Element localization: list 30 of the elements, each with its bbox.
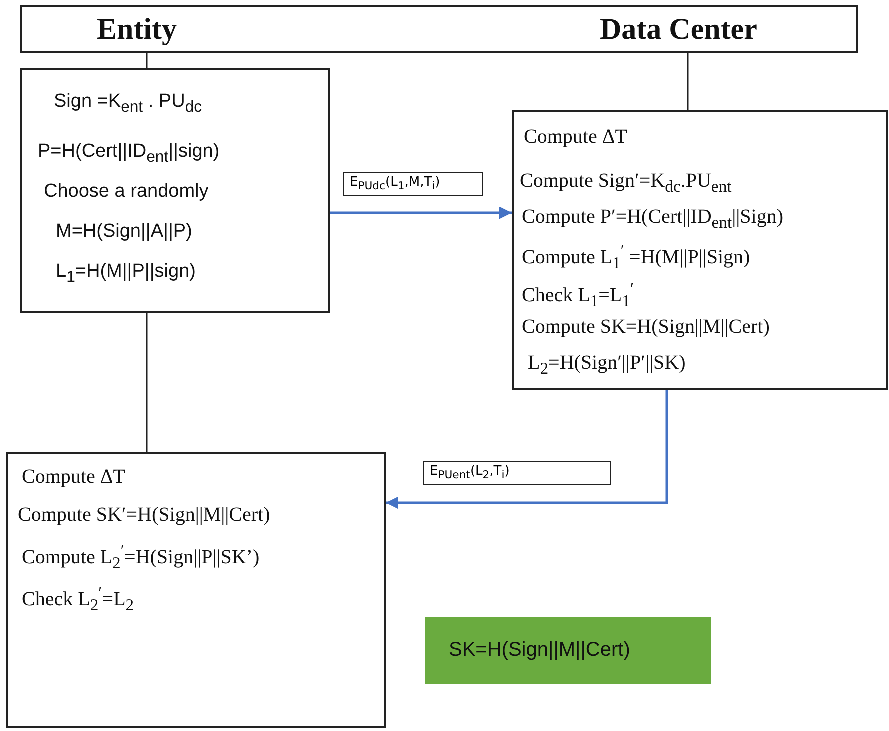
step-text: Compute P′=H(Cert||ID$_{ent}$||Sign)	[522, 206, 784, 232]
process-box	[20, 68, 330, 313]
process-box	[512, 110, 888, 390]
formula-text: L$_{1}$=H(M||P||sign)	[56, 262, 196, 286]
step-text: Compute Sign′=K$_{dc}$.PU$_{ent}$	[520, 170, 732, 196]
formula-text: P=H(Cert||ID$_{ent}$||sign)	[38, 142, 220, 166]
step-text: Compute ΔT	[22, 466, 126, 488]
arrow	[386, 390, 668, 510]
arrow	[330, 206, 512, 220]
edge-label: E$_{PUdc}$(L$_{1}$,M,T$_{i}$)	[343, 172, 483, 196]
step-text: L$_{2}$=H(Sign′||P′||SK)	[528, 352, 686, 378]
connector-line	[146, 313, 148, 452]
step-text: Compute L$_{1}$$^{′}$ =H(M||P||Sign)	[522, 242, 750, 273]
formula-text: Choose a randomly	[44, 182, 209, 203]
connector-line	[687, 53, 689, 110]
edge-label: E$_{PUent}$(L$_{2}$,T$_{i}$)	[423, 461, 611, 485]
header-text: Entity	[97, 13, 178, 46]
process-box	[6, 452, 386, 728]
formula-text: SK=H(Sign||M||Cert)	[449, 639, 630, 661]
formula-text: M=H(Sign||A||P)	[56, 222, 192, 243]
header-text: Data Center	[600, 13, 758, 46]
connector-line	[146, 53, 148, 68]
highlight-box	[425, 617, 711, 684]
step-text: Compute ΔT	[524, 126, 628, 148]
step-text: Compute SK=H(Sign||M||Cert)	[522, 316, 770, 338]
step-text: Compute L$_{2}$$^{′}$=H(Sign||P||SK’)	[22, 542, 260, 573]
formula-text: Sign =K$_{ent}$ . PU$_{dc}$	[54, 92, 202, 116]
step-text: Compute SK′=H(Sign||M||Cert)	[18, 504, 270, 526]
header-box	[20, 5, 858, 53]
step-text: Check L$_{2}$$^{′}$=L$_{2}$	[22, 584, 134, 615]
